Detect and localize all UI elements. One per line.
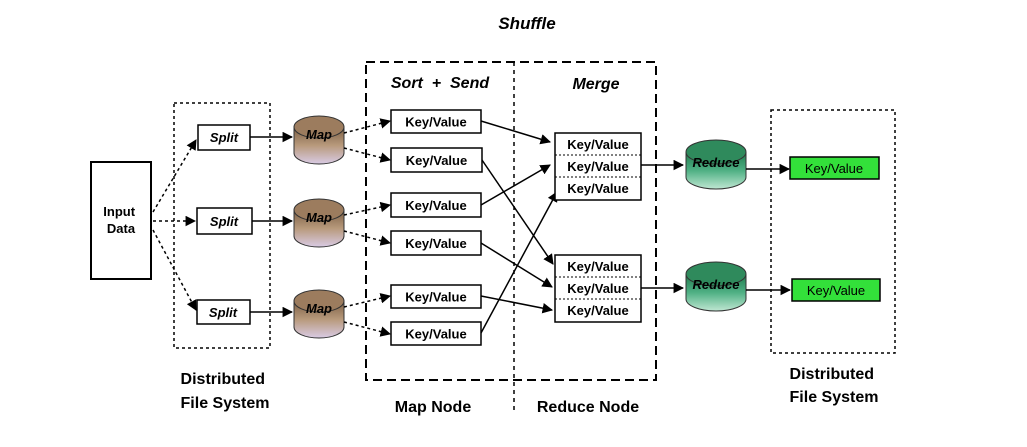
map-kv-label: Key/Value	[405, 236, 466, 251]
input-data-label: Input Data	[103, 204, 138, 236]
map-kv-label: Key/Value	[406, 153, 467, 168]
dfs-right-label: Distributed File System	[790, 366, 879, 406]
input-data-box	[90, 161, 152, 280]
shuffle-arrow-kv5	[480, 295, 554, 314]
split-label: Split	[210, 130, 239, 145]
shuffle-arrow-kv1	[480, 120, 552, 145]
dfs-left-label: Distributed File System	[181, 371, 270, 412]
map-kv-box-6: Key/Value	[390, 321, 482, 346]
map-kv-label: Key/Value	[405, 290, 466, 305]
merge-kv-label-4: Key/Value	[567, 259, 628, 274]
map-label: Map	[306, 301, 332, 316]
diagram-title: Shuffle	[498, 14, 555, 33]
arrow-map1-to-kv1	[343, 118, 392, 134]
dfs-left-container	[173, 102, 271, 349]
reduce-label: Reduce	[693, 155, 740, 170]
output-kv-label: Key/Value	[805, 161, 863, 176]
shuffle-arrow-kv6	[480, 191, 558, 334]
merge-kv-label-1: Key/Value	[567, 137, 628, 152]
merge-label: Merge	[572, 76, 619, 93]
arrow-map3-to-kv6	[343, 321, 392, 337]
map-kv-box-1: Key/Value	[390, 109, 482, 134]
map-label: Map	[306, 127, 332, 142]
arrow-map2-to-kv4	[343, 230, 392, 246]
arrow-input-to-split-1	[152, 139, 197, 213]
map-node-1: Map	[293, 115, 345, 165]
reduce-node-2: Reduce	[685, 261, 747, 312]
merge-kv-label-6: Key/Value	[567, 303, 628, 318]
dfs-right-container	[770, 109, 896, 354]
map-kv-label: Key/Value	[405, 327, 466, 342]
map-kv-label: Key/Value	[405, 115, 466, 130]
map-kv-box-3: Key/Value	[390, 192, 482, 218]
split-box-1: Split	[197, 124, 251, 151]
split-box-3: Split	[196, 299, 251, 325]
merge-kv-label-5: Key/Value	[567, 281, 628, 296]
map-kv-box-5: Key/Value	[390, 284, 482, 309]
output-kv-label: Key/Value	[807, 283, 865, 298]
merge-group-2	[554, 254, 642, 323]
map-node-2: Map	[293, 198, 345, 248]
split-label: Split	[210, 214, 239, 229]
map-kv-label: Key/Value	[405, 198, 466, 213]
merge-kv-label-3: Key/Value	[567, 181, 628, 196]
shuffle-arrow-kv2	[481, 159, 554, 265]
map-kv-box-4: Key/Value	[390, 230, 482, 256]
reduce-node-1: Reduce	[685, 139, 747, 190]
arrow-map2-to-kv3	[343, 201, 392, 216]
sort-send-label: Sort + Send	[391, 75, 490, 92]
reduce-label: Reduce	[693, 277, 740, 292]
arrow-map1-to-kv2	[343, 147, 392, 163]
map-label: Map	[306, 210, 332, 225]
map-node-3: Map	[293, 289, 345, 339]
output-kv-2: Key/Value	[791, 278, 881, 302]
arrow-map3-to-kv5	[343, 293, 392, 308]
output-kv-1: Key/Value	[789, 156, 880, 180]
map-node-label: Map Node	[395, 399, 472, 416]
merge-group-1	[554, 132, 642, 201]
shuffle-arrow-kv4	[480, 242, 553, 288]
split-box-2: Split	[196, 207, 253, 235]
shuffle-arrow-kv3	[480, 164, 551, 206]
shuffle-container	[365, 61, 657, 381]
reduce-node-label: Reduce Node	[537, 399, 639, 416]
map-kv-box-2: Key/Value	[390, 147, 483, 173]
merge-kv-label-2: Key/Value	[567, 159, 628, 174]
split-label: Split	[209, 305, 238, 320]
